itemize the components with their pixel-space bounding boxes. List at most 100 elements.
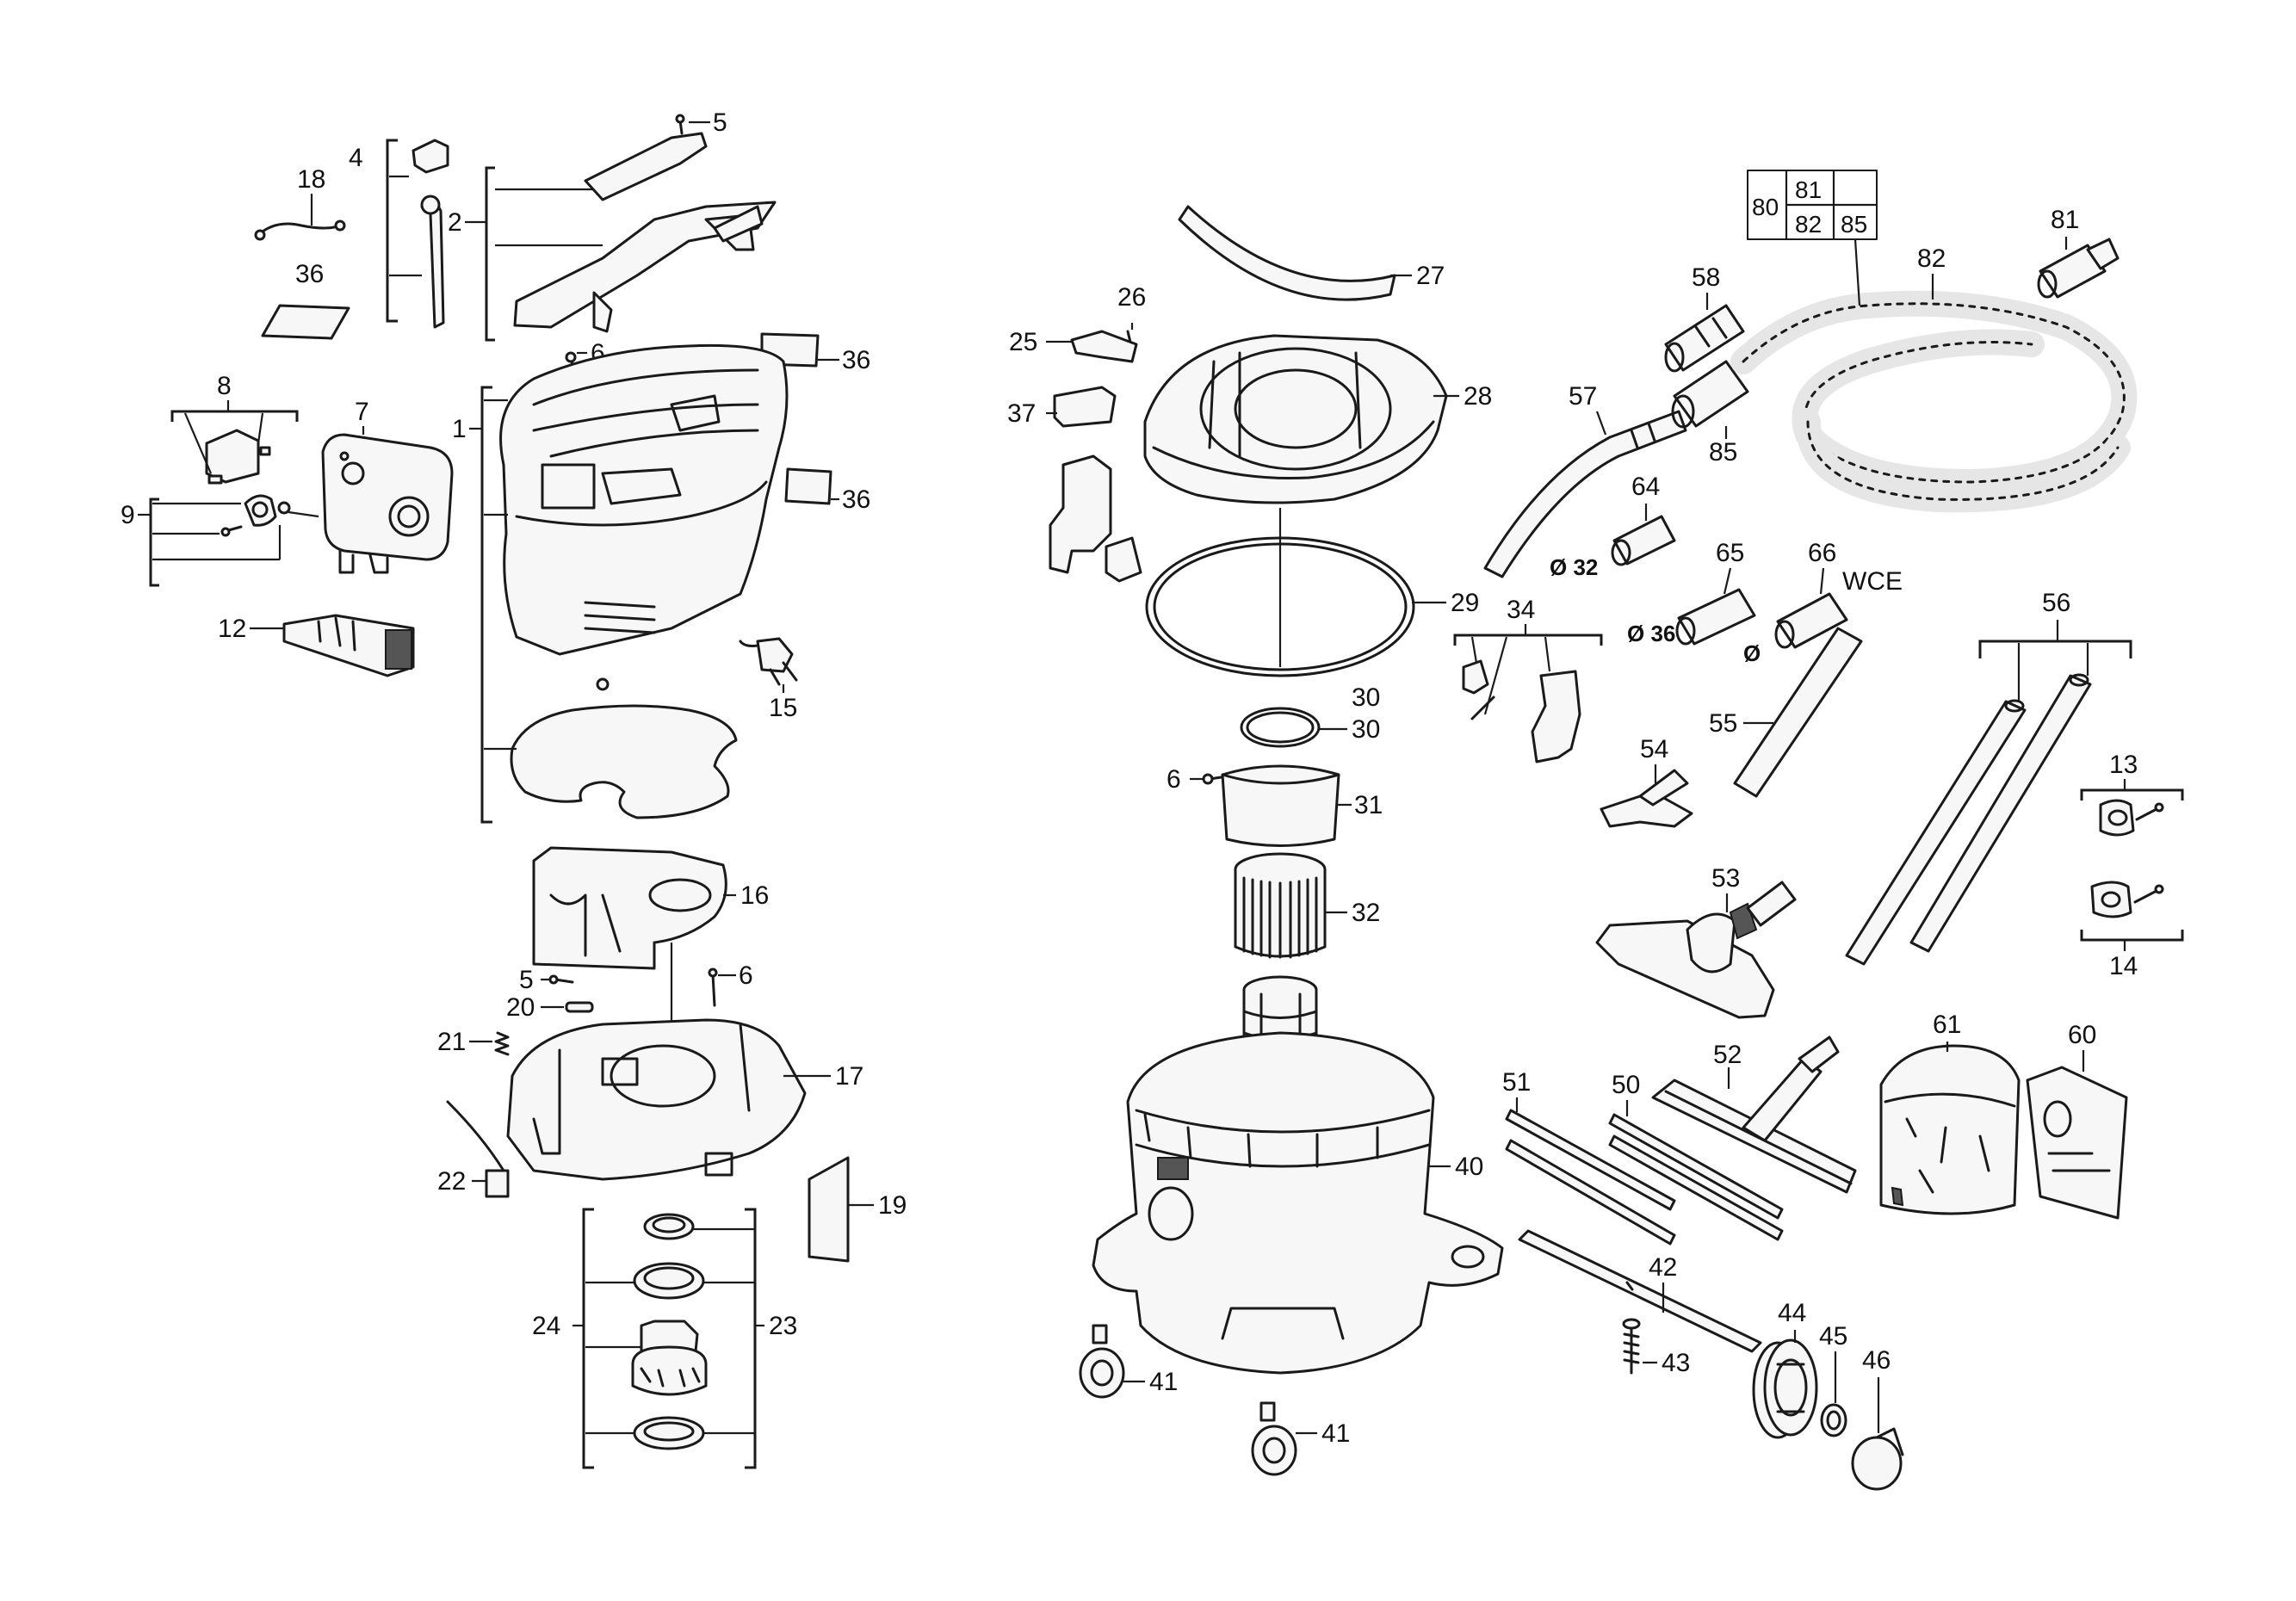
label-1: 1 xyxy=(452,415,467,443)
label-36-top: 36 xyxy=(842,346,870,374)
part-2-handle xyxy=(513,132,777,333)
part-18-cable xyxy=(254,219,346,241)
part-1-oring xyxy=(596,677,610,691)
part-9-screw xyxy=(220,525,243,537)
part-50-strips xyxy=(1608,1113,1784,1241)
label-8: 8 xyxy=(217,372,232,400)
part-6-screw-lower xyxy=(708,967,718,1007)
label-40: 40 xyxy=(1455,1153,1483,1181)
part-82-hose xyxy=(1730,290,2138,513)
label-9: 9 xyxy=(121,501,135,529)
part-5-screw-lower xyxy=(548,974,574,985)
part-14-clip xyxy=(2090,881,2164,918)
part-22-connector xyxy=(446,1100,510,1198)
part-65-adapter xyxy=(1675,588,1756,646)
part-56-tubes xyxy=(1845,673,2092,966)
label-22: 22 xyxy=(437,1167,466,1196)
part-85-hose-cuff xyxy=(1671,360,1749,429)
part-45-washer xyxy=(1820,1403,1847,1437)
label-d36: Ø 36 xyxy=(1627,621,1675,646)
label-66: 66 xyxy=(1808,539,1836,567)
label-61: 61 xyxy=(1933,1011,1961,1039)
part-latch-body xyxy=(1049,454,1142,583)
label-44: 44 xyxy=(1778,1299,1806,1327)
part-16-motor-cover xyxy=(532,846,727,970)
part-23-24-motor-stack xyxy=(631,1213,708,1450)
label-d0: Ø xyxy=(1743,640,1761,666)
label-37: 37 xyxy=(1007,399,1036,428)
label-56: 56 xyxy=(2042,589,2070,617)
label-85: 85 xyxy=(1709,438,1737,467)
part-27-strap xyxy=(1178,205,1396,301)
label-43: 43 xyxy=(1662,1349,1690,1377)
label-23: 23 xyxy=(769,1312,797,1340)
label-57: 57 xyxy=(1569,382,1597,411)
label-41-left: 41 xyxy=(1149,1368,1178,1396)
label-30-upper: 30 xyxy=(1352,683,1380,712)
part-36-label-left xyxy=(261,304,350,340)
part-60-dust-bag xyxy=(2026,1066,2128,1220)
label-16: 16 xyxy=(740,881,769,910)
label-7: 7 xyxy=(355,398,369,426)
part-41-castor-right xyxy=(1251,1401,1297,1476)
part-66-adapter xyxy=(1774,592,1848,649)
part-37-block xyxy=(1053,386,1117,428)
label-36-side: 36 xyxy=(842,485,870,514)
part-46-hub-cap xyxy=(1851,1427,1904,1491)
label-60: 60 xyxy=(2068,1021,2096,1049)
kit-cell-80: 80 xyxy=(1752,194,1779,220)
label-55: 55 xyxy=(1709,709,1737,738)
label-41-right: 41 xyxy=(1321,1419,1350,1448)
part-9-knob xyxy=(244,494,291,527)
part-4-grip xyxy=(412,139,449,329)
label-36-left: 36 xyxy=(295,260,324,288)
label-5-lower: 5 xyxy=(519,966,534,994)
label-5-top: 5 xyxy=(713,108,727,137)
part-5-screw xyxy=(675,114,685,135)
label-58: 58 xyxy=(1692,263,1720,292)
label-20: 20 xyxy=(506,993,535,1022)
part-1-head-housing xyxy=(499,343,789,656)
part-81-end-cuff xyxy=(2037,238,2120,299)
label-6-mid: 6 xyxy=(1167,765,1181,794)
part-31-cage xyxy=(1221,764,1340,847)
part-8-switch xyxy=(205,429,271,485)
part-53-floor-nozzle xyxy=(1595,881,1797,1019)
part-25-latch xyxy=(1070,330,1138,363)
label-30-lower: 30 xyxy=(1352,715,1380,744)
label-32: 32 xyxy=(1352,899,1380,927)
part-15-plug xyxy=(739,637,798,686)
label-15: 15 xyxy=(769,694,797,722)
kit-cell-85: 85 xyxy=(1841,211,1867,238)
label-27: 27 xyxy=(1416,262,1445,290)
kit-cell-81: 81 xyxy=(1795,176,1822,203)
part-57-bent-wand xyxy=(1483,410,1687,578)
label-29: 29 xyxy=(1451,589,1479,617)
part-34-brackets xyxy=(1462,659,1581,763)
part-17-motor-base xyxy=(506,1018,807,1181)
label-46: 46 xyxy=(1862,1346,1891,1375)
part-13-clip xyxy=(2099,799,2164,837)
part-19-filter-sheet xyxy=(808,1156,850,1263)
part-28-lid xyxy=(1143,334,1448,504)
part-51-strips xyxy=(1505,1109,1676,1246)
part-44-wheel xyxy=(1752,1338,1818,1439)
label-54: 54 xyxy=(1640,735,1668,763)
part-30-ring xyxy=(1240,707,1321,748)
label-65: 65 xyxy=(1716,539,1744,567)
label-53: 53 xyxy=(1711,864,1740,893)
part-40-tank xyxy=(1092,1031,1504,1375)
label-24: 24 xyxy=(532,1312,560,1340)
part-43-screw xyxy=(1622,1318,1641,1375)
label-18: 18 xyxy=(297,165,325,194)
label-17: 17 xyxy=(835,1062,863,1091)
label-25: 25 xyxy=(1009,328,1037,356)
label-34: 34 xyxy=(1507,596,1535,624)
label-14: 14 xyxy=(2109,952,2138,980)
part-55-crevice-tool xyxy=(1733,627,1863,798)
part-7-control-panel xyxy=(321,433,454,574)
part-58-adapter xyxy=(1664,304,1745,373)
label-wce: WCE xyxy=(1842,567,1903,596)
label-81: 81 xyxy=(2051,206,2079,234)
